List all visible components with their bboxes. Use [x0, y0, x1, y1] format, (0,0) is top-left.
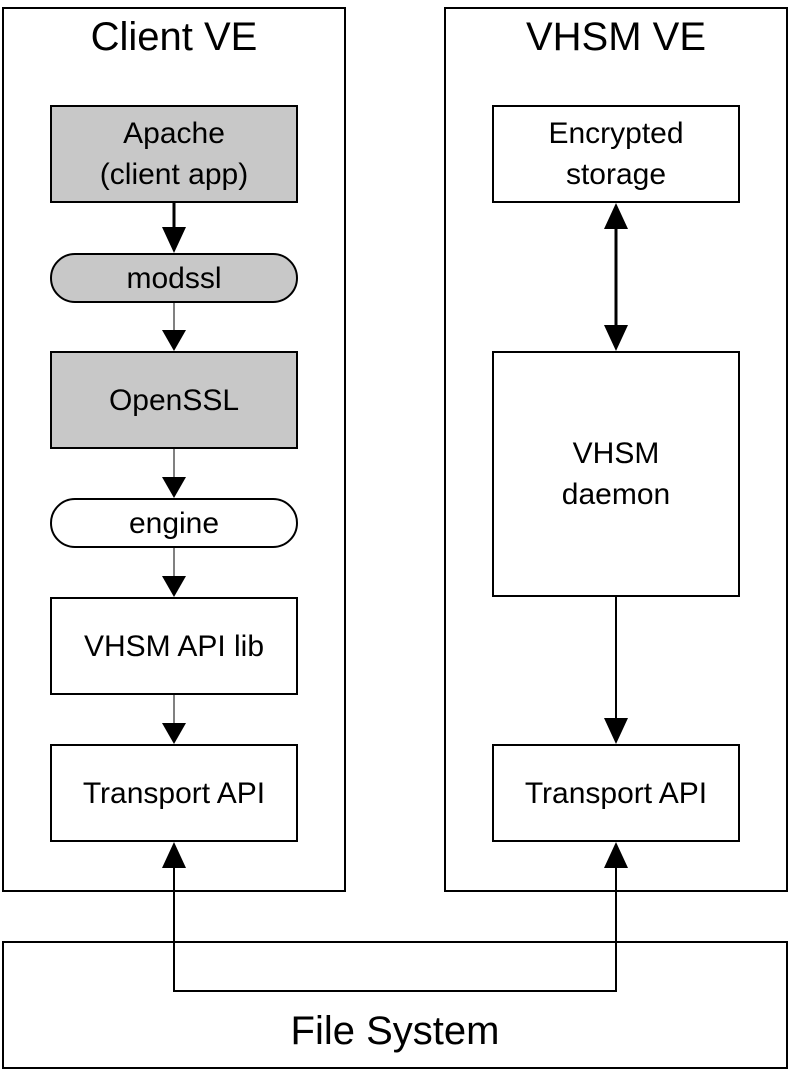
client-transport-api-box: Transport API	[50, 744, 298, 842]
vhsm-daemon-box: VHSM daemon	[492, 351, 740, 597]
daemon-label: daemon	[561, 478, 671, 511]
file-system-link	[173, 868, 617, 992]
file-system-label: File System	[290, 1009, 500, 1053]
arrowhead-openssl	[162, 330, 186, 351]
arrowhead-client-transport	[162, 723, 186, 744]
arrowhead-engine	[162, 477, 186, 498]
apache-label: Apache	[123, 117, 225, 150]
arrowhead-vhsm-transport-up	[604, 842, 628, 868]
arrowhead-daemon-down	[604, 325, 628, 351]
encrypted-storage-box: Encrypted storage	[492, 105, 740, 203]
vhsm-transport-api-label: Transport API	[524, 776, 708, 810]
file-system-container: File System	[2, 941, 788, 1069]
client-transport-api-label: Transport API	[82, 776, 266, 810]
encrypted-label: Encrypted	[548, 117, 684, 150]
vhsm-api-lib-label: VHSM API lib	[83, 629, 265, 663]
arrowhead-modssl	[162, 227, 186, 253]
vhsm-label: VHSM	[572, 437, 660, 470]
vhsm-transport-api-box: Transport API	[492, 744, 740, 842]
modssl-node: modssl	[50, 253, 298, 303]
modssl-label: modssl	[126, 261, 222, 295]
engine-label: engine	[128, 506, 220, 540]
openssl-box: OpenSSL	[50, 351, 298, 449]
openssl-label: OpenSSL	[108, 383, 240, 417]
vhsm-ve-title: VHSM VE	[525, 15, 707, 59]
apache-client-app-box: Apache (client app)	[50, 105, 298, 203]
arrowhead-storage-up	[604, 203, 628, 229]
vhsm-api-lib-box: VHSM API lib	[50, 597, 298, 695]
engine-node: engine	[50, 498, 298, 548]
arrowhead-vhsm-transport-down	[604, 718, 628, 744]
client-app-label: (client app)	[99, 158, 249, 191]
arrowhead-api-lib	[162, 576, 186, 597]
arrowhead-client-transport-up	[162, 842, 186, 868]
client-ve-title: Client VE	[90, 15, 258, 59]
storage-label: storage	[565, 158, 667, 191]
